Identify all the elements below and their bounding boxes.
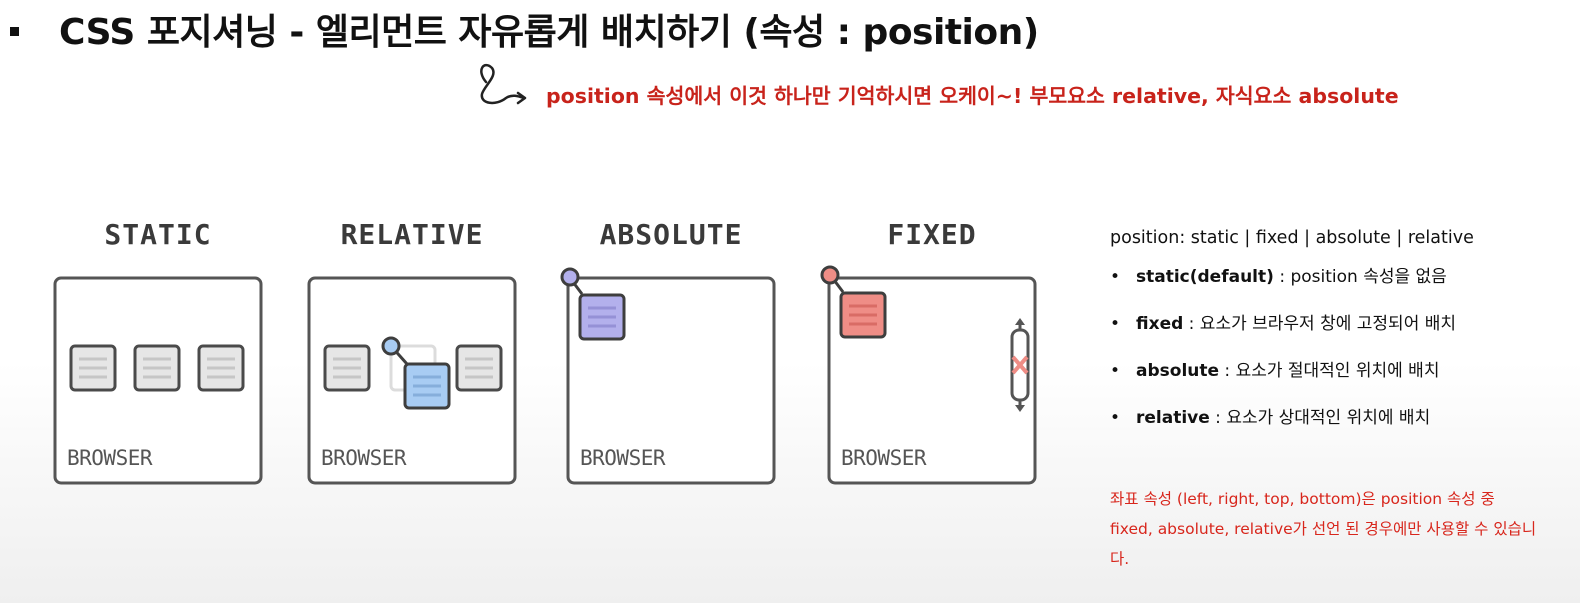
panel-title: FIXED [887, 218, 977, 251]
browser-absolute-illustration [560, 267, 776, 485]
static-box-1 [69, 344, 117, 392]
panel-title: ABSOLUTE [599, 218, 743, 251]
scroll-bar-icon [1010, 318, 1030, 412]
browser-label: BROWSER [580, 446, 666, 470]
subtitle-row: position 속성에서 이것 하나만 기억하시면 오케이~! 부모요소 re… [472, 60, 1399, 110]
list-item: static(default) : position 속성을 없음 [1110, 264, 1560, 311]
absolute-box [578, 293, 626, 341]
relative-box-1 [323, 344, 371, 392]
browser-label: BROWSER [67, 446, 153, 470]
position-value-list: static(default) : position 속성을 없음 fixed … [1110, 264, 1560, 452]
list-item: fixed : 요소가 브라우저 창에 고정되어 배치 [1110, 311, 1560, 358]
item-term: absolute [1136, 361, 1220, 381]
item-term: static(default) [1136, 267, 1274, 287]
static-box-2 [133, 344, 181, 392]
browser-static-illustration [53, 276, 263, 485]
static-box-3 [197, 344, 245, 392]
item-desc: : position 속성을 없음 [1273, 267, 1447, 287]
browser-label: BROWSER [841, 446, 927, 470]
list-item: absolute : 요소가 절대적인 위치에 배치 [1110, 358, 1560, 405]
panel-relative: RELATIVE BROWSER [307, 218, 517, 488]
panel-static: STATIC BROWSER [53, 218, 263, 488]
header: CSS 포지셔닝 - 엘리먼트 자유롭게 배치하기 (속성 : position… [10, 4, 1039, 54]
browser-label: BROWSER [321, 446, 407, 470]
fixed-box [839, 291, 887, 339]
item-desc: : 요소가 브라우저 창에 고정되어 배치 [1183, 314, 1457, 334]
info-panel: position: static | fixed | absolute | re… [1110, 228, 1560, 452]
title-bullet [10, 26, 19, 36]
browser-relative-illustration [307, 276, 517, 485]
panel-absolute: ABSOLUTE BROWSER [560, 218, 776, 488]
relative-offset-box [403, 362, 451, 410]
panel-title: RELATIVE [340, 218, 484, 251]
fixed-anchor-dot [820, 265, 840, 285]
item-desc: : 요소가 상대적인 위치에 배치 [1209, 408, 1431, 428]
relative-anchor-dot [381, 336, 401, 356]
coordinate-note: 좌표 속성 (left, right, top, bottom)은 positi… [1110, 490, 1537, 568]
item-term: fixed [1136, 314, 1184, 334]
arrow-doodle-icon [480, 63, 527, 105]
panel-fixed: FIXED BROWSER [820, 218, 1037, 488]
item-desc: : 요소가 절대적인 위치에 배치 [1219, 361, 1440, 381]
browser-fixed-illustration [820, 265, 1037, 485]
panel-title: STATIC [104, 218, 212, 251]
position-syntax: position: static | fixed | absolute | re… [1110, 228, 1474, 248]
relative-box-3 [455, 344, 503, 392]
subtitle: position 속성에서 이것 하나만 기억하시면 오케이~! 부모요소 re… [546, 84, 1399, 108]
item-term: relative [1136, 408, 1210, 428]
list-item: relative : 요소가 상대적인 위치에 배치 [1110, 405, 1560, 452]
page-title: CSS 포지셔닝 - 엘리먼트 자유롭게 배치하기 (속성 : position… [59, 12, 1039, 53]
absolute-anchor-dot [560, 267, 580, 287]
